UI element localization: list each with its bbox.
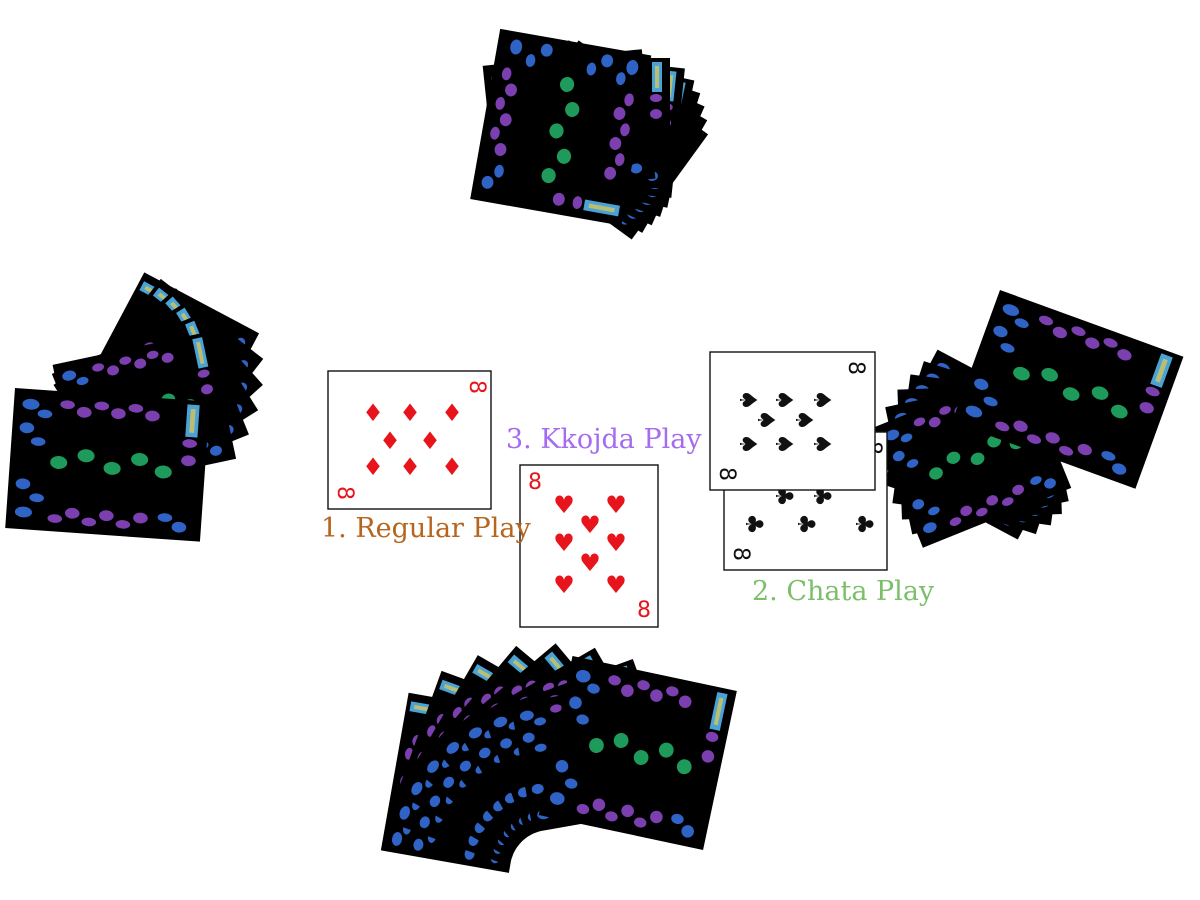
suit-pip: ♦ [399,399,421,427]
suit-pip: ♠ [770,433,798,455]
suit-pip: ♦ [362,399,384,427]
card-rank-top: 8 [843,361,868,375]
regular-play-card[interactable]: 8 8 ♦♦♦♦♦♦♦♦ [327,370,492,510]
suit-pip: ♦ [441,399,463,427]
suit-pip: ♦ [399,453,421,481]
spade-icon: ♠♠♠♠♠♠♠♠ [734,389,836,455]
hand-bottom [380,643,737,873]
heart-icon: ♥♥♥♥♥♥♥♥ [553,491,627,599]
card-rank-bottom: 8 [714,467,739,481]
suit-pip: ♠ [770,389,798,411]
kkojda-play-label: 3. Kkojda Play [506,424,702,455]
suit-pip: ♥ [553,529,575,557]
chata-play-label: 2. Chata Play [752,576,935,607]
regular-play-label: 1. Regular Play [321,513,531,544]
card-back[interactable] [5,388,210,542]
suit-pip: ♣ [850,513,878,535]
kkojda-play-card[interactable]: 8 8 ♥♥♥♥♥♥♥♥ [519,464,659,628]
hand-top [470,28,709,240]
suit-pip: ♣ [740,513,768,535]
suit-pip: ♥ [605,571,627,599]
card-back[interactable] [470,28,652,226]
suit-pip: ♦ [379,427,401,455]
suit-pip: ♦ [441,453,463,481]
suit-pip: ♠ [808,433,836,455]
suit-pip: ♠ [790,409,818,431]
suit-pip: ♣ [792,513,820,535]
suit-pip: ♥ [553,491,575,519]
suit-pip: ♥ [579,549,601,577]
card-rank-top: 8 [464,380,489,394]
suit-pip: ♠ [734,389,762,411]
card-rank-bottom: 8 [637,598,651,623]
hand-right [874,290,1184,548]
chata-play-card-spade[interactable]: 8 8 ♠♠♠♠♠♠♠♠ [709,351,876,491]
suit-pip: ♥ [605,491,627,519]
suit-pip: ♥ [579,511,601,539]
suit-pip: ♥ [553,571,575,599]
card-back[interactable] [538,656,737,850]
hand-left [5,272,264,542]
card-rank-bottom: 8 [332,486,357,500]
suit-pip: ♠ [808,389,836,411]
suit-pip: ♥ [605,529,627,557]
diamond-icon: ♦♦♦♦♦♦♦♦ [362,399,463,481]
card-rank-bottom: 8 [728,547,753,561]
suit-pip: ♦ [362,453,384,481]
suit-pip: ♦ [419,427,441,455]
card-rank-top: 8 [528,470,542,495]
suit-pip: ♠ [752,409,780,431]
suit-pip: ♠ [734,433,762,455]
